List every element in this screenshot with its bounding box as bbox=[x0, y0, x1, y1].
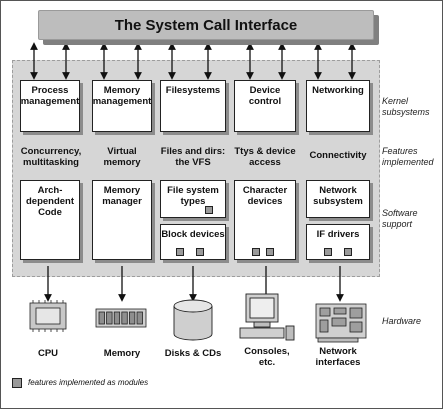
syscall-arrows bbox=[30, 42, 356, 80]
feature-connectivity: Connectivity bbox=[309, 150, 367, 161]
device-control-label: Device control bbox=[248, 85, 282, 107]
memory-chip bbox=[106, 311, 113, 325]
hardware-arrows bbox=[44, 266, 344, 302]
system-call-interface: The System Call Interface bbox=[38, 10, 374, 40]
nic-component bbox=[349, 307, 363, 319]
if-drivers-box: IF drivers bbox=[306, 224, 370, 260]
feature-concurrency: Concurrency, multitasking bbox=[20, 146, 82, 168]
character-devices-box: Character devices bbox=[234, 180, 296, 260]
memory-management-label: Memory management bbox=[92, 85, 152, 107]
memory-chip bbox=[128, 311, 136, 325]
module-indicator bbox=[266, 248, 274, 256]
memory-manager-box: Memory manager bbox=[92, 180, 152, 260]
network-subsystem-box: Network subsystem bbox=[306, 180, 370, 218]
legend-text: features implemented as modules bbox=[28, 378, 149, 387]
memory-chip bbox=[113, 311, 121, 325]
networking-label: Networking bbox=[312, 85, 364, 96]
filesystems-box: Filesystems bbox=[160, 80, 226, 132]
nic-component bbox=[319, 319, 329, 333]
nic-component bbox=[319, 307, 331, 317]
nic-component bbox=[333, 307, 347, 315]
filesystems-label: Filesystems bbox=[165, 85, 221, 96]
hardware-label-consoles: Consoles, etc. bbox=[244, 346, 290, 368]
file-system-types-box: File system types bbox=[160, 180, 226, 218]
memory-chip bbox=[136, 311, 143, 325]
hardware-label-cpu: CPU bbox=[37, 348, 59, 359]
module-indicator bbox=[252, 248, 260, 256]
network-interface-icon bbox=[315, 303, 367, 343]
memory-management-box: Memory management bbox=[92, 80, 152, 132]
character-devices-label: Character devices bbox=[242, 185, 288, 207]
module-indicator bbox=[196, 248, 204, 256]
side-label-features: Features implemented bbox=[382, 146, 434, 167]
network-subsystem-label: Network subsystem bbox=[313, 185, 363, 207]
arch-dependent-code-label: Arch-dependent Code bbox=[25, 185, 75, 218]
feature-virtual-memory: Virtual memory bbox=[103, 146, 141, 168]
side-label-hardware: Hardware bbox=[382, 316, 422, 326]
device-control-box: Device control bbox=[234, 80, 296, 132]
block-devices-box: Block devices bbox=[160, 224, 226, 260]
side-label-software: Software support bbox=[382, 208, 418, 229]
process-management-label: Process management bbox=[20, 85, 80, 107]
cpu-icon bbox=[29, 300, 67, 332]
process-management-box: Process management bbox=[20, 80, 80, 132]
nic-component bbox=[349, 321, 363, 333]
side-label-kernel: Kernel subsystems bbox=[382, 96, 430, 117]
system-call-interface-label: The System Call Interface bbox=[114, 16, 298, 34]
hardware-label-disks: Disks & CDs bbox=[164, 348, 222, 359]
file-system-types-label: File system types bbox=[167, 185, 219, 207]
nic-component bbox=[331, 317, 347, 327]
networking-box: Networking bbox=[306, 80, 370, 132]
module-indicator bbox=[344, 248, 352, 256]
feature-device-access: Ttys & device access bbox=[234, 146, 296, 168]
memory-icon bbox=[95, 308, 147, 328]
console-icon bbox=[239, 293, 295, 341]
disk-icon bbox=[173, 299, 213, 341]
memory-chip bbox=[121, 311, 128, 325]
module-indicator bbox=[324, 248, 332, 256]
if-drivers-label: IF drivers bbox=[316, 229, 360, 240]
module-indicator bbox=[176, 248, 184, 256]
module-indicator bbox=[205, 206, 213, 214]
arch-dependent-code-box: Arch-dependent Code bbox=[20, 180, 80, 260]
feature-vfs: Files and dirs: the VFS bbox=[160, 146, 226, 168]
memory-manager-label: Memory manager bbox=[102, 185, 142, 207]
legend-swatch bbox=[12, 378, 22, 388]
memory-chip bbox=[98, 311, 105, 325]
hardware-label-network: Network interfaces bbox=[315, 346, 361, 368]
hardware-label-memory: Memory bbox=[103, 348, 141, 359]
block-devices-label: Block devices bbox=[161, 229, 225, 240]
